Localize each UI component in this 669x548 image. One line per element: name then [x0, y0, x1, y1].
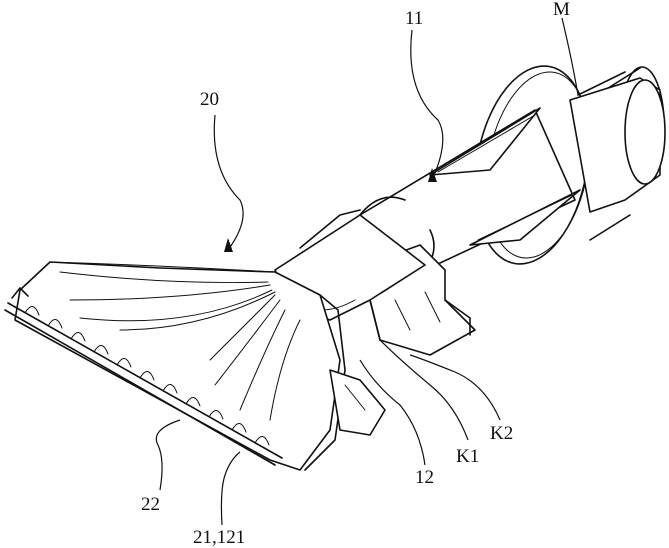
- leader-edge: [220, 451, 241, 526]
- leader-lines: [155, 17, 579, 526]
- label-k1: K1: [456, 446, 479, 467]
- leader-k2: [409, 354, 501, 421]
- label-body: 11: [405, 8, 423, 29]
- leader-motor: [561, 17, 579, 96]
- label-nozzle: 20: [200, 89, 219, 110]
- leader-teeth: [155, 419, 181, 491]
- label-edge: 21,121: [193, 527, 245, 548]
- body-tube: [359, 107, 581, 271]
- leader-body: [410, 29, 444, 181]
- label-motor: M: [553, 0, 570, 20]
- leader-k1: [379, 339, 469, 441]
- teeth-row: [4, 287, 283, 466]
- label-k2: K2: [490, 423, 513, 444]
- nozzle-head: [14, 261, 386, 471]
- leader-nozzle: [213, 114, 244, 251]
- leader-neck: [359, 359, 426, 466]
- arrowheads: [224, 168, 437, 252]
- label-teeth: 22: [141, 494, 160, 515]
- label-neck: 12: [415, 467, 434, 488]
